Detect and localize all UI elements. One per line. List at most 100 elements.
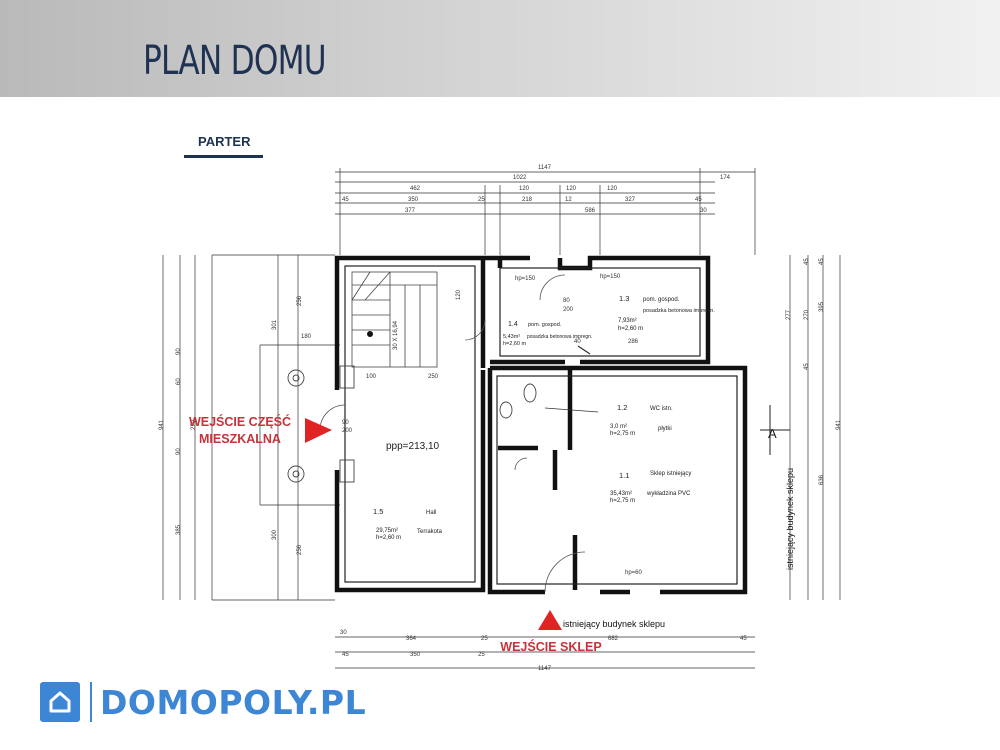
svg-text:25: 25 (478, 652, 485, 658)
room-1-4-floor: posadzka betonowa impregn. (527, 334, 592, 340)
svg-text:218: 218 (522, 197, 533, 203)
svg-text:45: 45 (695, 197, 702, 203)
room-1-4-name: pom. gospod. (528, 322, 562, 328)
section-mark-label: A (768, 426, 777, 441)
svg-text:200: 200 (563, 307, 574, 313)
existing-building-label-bottom: istniejący budynek sklepu (563, 619, 665, 629)
svg-text:30: 30 (700, 208, 707, 214)
svg-text:90: 90 (176, 348, 182, 355)
svg-text:174: 174 (720, 175, 731, 181)
logo-separator (90, 682, 92, 722)
room-1-5-id: 1.5 (373, 507, 383, 516)
svg-text:100: 100 (366, 374, 377, 380)
svg-text:80: 80 (563, 298, 570, 304)
room-1-2-name: WC istn. (650, 406, 673, 412)
svg-text:270: 270 (191, 419, 197, 430)
floor-underline (184, 155, 263, 158)
room-1-5-name: Hall (426, 510, 436, 516)
svg-text:90: 90 (342, 420, 349, 426)
brand-logo: DOMOPOLY.PL (40, 680, 366, 724)
room-1-2-floor: płytki (658, 426, 672, 432)
svg-text:1147: 1147 (538, 666, 552, 672)
room-1-2-id: 1.2 (617, 403, 627, 412)
svg-text:hp=60: hp=60 (625, 570, 643, 576)
svg-text:350: 350 (408, 197, 419, 203)
svg-text:30: 30 (340, 630, 347, 636)
svg-text:25: 25 (481, 636, 488, 642)
entrance-shop-label: WEJŚCIE SKLEP (500, 640, 602, 654)
room-1-4-height: h=2,60 m (503, 341, 527, 347)
svg-text:120: 120 (566, 186, 577, 192)
room-1-1-id: 1.1 (619, 471, 629, 480)
svg-text:90: 90 (176, 448, 182, 455)
svg-text:377: 377 (405, 208, 416, 214)
svg-text:30 X 16,94: 30 X 16,94 (393, 320, 399, 350)
room-1-3-height: h=2,60 m (618, 326, 643, 332)
svg-text:45: 45 (804, 363, 810, 370)
svg-text:200: 200 (342, 428, 353, 434)
svg-text:hp=150: hp=150 (600, 274, 621, 280)
svg-text:25: 25 (478, 197, 485, 203)
svg-text:120: 120 (607, 186, 618, 192)
svg-text:45: 45 (804, 258, 810, 265)
room-1-1-name: Sklep istniejący (650, 471, 691, 477)
room-1-5-floor: Terrakota (417, 529, 443, 535)
svg-text:60: 60 (176, 378, 182, 385)
svg-text:300: 300 (272, 529, 278, 540)
page-title: PLAN DOMU (143, 38, 327, 84)
svg-text:286: 286 (628, 339, 639, 345)
room-labels: 1.3 pom. gospod. 7,93m² h=2,60 m posadzk… (373, 294, 715, 541)
svg-text:1147: 1147 (538, 165, 552, 171)
svg-text:941: 941 (836, 419, 842, 430)
section-mark: A (760, 405, 790, 455)
svg-text:636: 636 (819, 474, 825, 485)
svg-text:941: 941 (159, 419, 165, 430)
room-1-3-id: 1.3 (619, 294, 629, 303)
svg-text:682: 682 (608, 636, 619, 642)
room-1-2-height: h=2,75 m (610, 431, 635, 437)
svg-text:250: 250 (428, 374, 439, 380)
room-1-3-floor: posadzka betonowa impregn. (643, 308, 715, 314)
svg-text:hp=150: hp=150 (515, 276, 536, 282)
room-1-1-height: h=2,75 m (610, 498, 635, 504)
fixtures (287, 365, 537, 483)
svg-text:350: 350 (410, 652, 421, 658)
svg-text:45: 45 (740, 636, 747, 642)
room-1-4-id: 1.4 (508, 321, 518, 328)
svg-text:270: 270 (804, 309, 810, 320)
svg-text:120: 120 (519, 186, 530, 192)
room-1-2-area: 3,0 m² (610, 424, 627, 430)
floor-plan: A 1147 1022 174 462 120 120 120 45 350 2… (159, 165, 842, 672)
room-1-5-area: 29,75m² (376, 528, 398, 534)
svg-text:40: 40 (574, 339, 581, 345)
room-1-3-name: pom. gospod. (643, 297, 680, 303)
svg-text:385: 385 (176, 524, 182, 535)
svg-text:301: 301 (272, 319, 278, 330)
svg-text:277: 277 (786, 309, 792, 320)
room-1-3-area: 7,93m² (618, 318, 637, 324)
svg-text:1022: 1022 (513, 175, 527, 181)
stairs (351, 271, 438, 368)
logo-text: DOMOPOLY.PL (100, 682, 367, 722)
existing-building-label-side: istniejący budynek sklepu (785, 468, 795, 570)
svg-text:120: 120 (456, 289, 462, 300)
room-1-1-floor: wykładzina PVC (646, 491, 691, 497)
room-1-1-area: 35,43m² (610, 491, 632, 497)
svg-text:395: 395 (819, 301, 825, 312)
svg-text:12: 12 (565, 197, 572, 203)
house-icon (40, 682, 80, 722)
entrance-shop-arrow (538, 610, 562, 630)
room-1-4-area: 5,43m² (503, 334, 520, 340)
svg-text:45: 45 (342, 652, 349, 658)
svg-text:462: 462 (410, 186, 421, 192)
entrance-residential-label: WEJŚCIE CZĘŚĆ MIESZKALNA (188, 415, 292, 446)
svg-text:180: 180 (301, 334, 312, 340)
header-banner: PLAN DOMU (0, 0, 1000, 97)
entrance-residential-arrow (305, 418, 332, 443)
room-1-5-height: h=2,60 m (376, 535, 401, 541)
svg-text:45: 45 (342, 197, 349, 203)
floor-label: PARTER (198, 134, 251, 149)
svg-text:45: 45 (819, 258, 825, 265)
level-marker: ppp=213,10 (386, 441, 440, 452)
dimension-lines (162, 168, 841, 669)
